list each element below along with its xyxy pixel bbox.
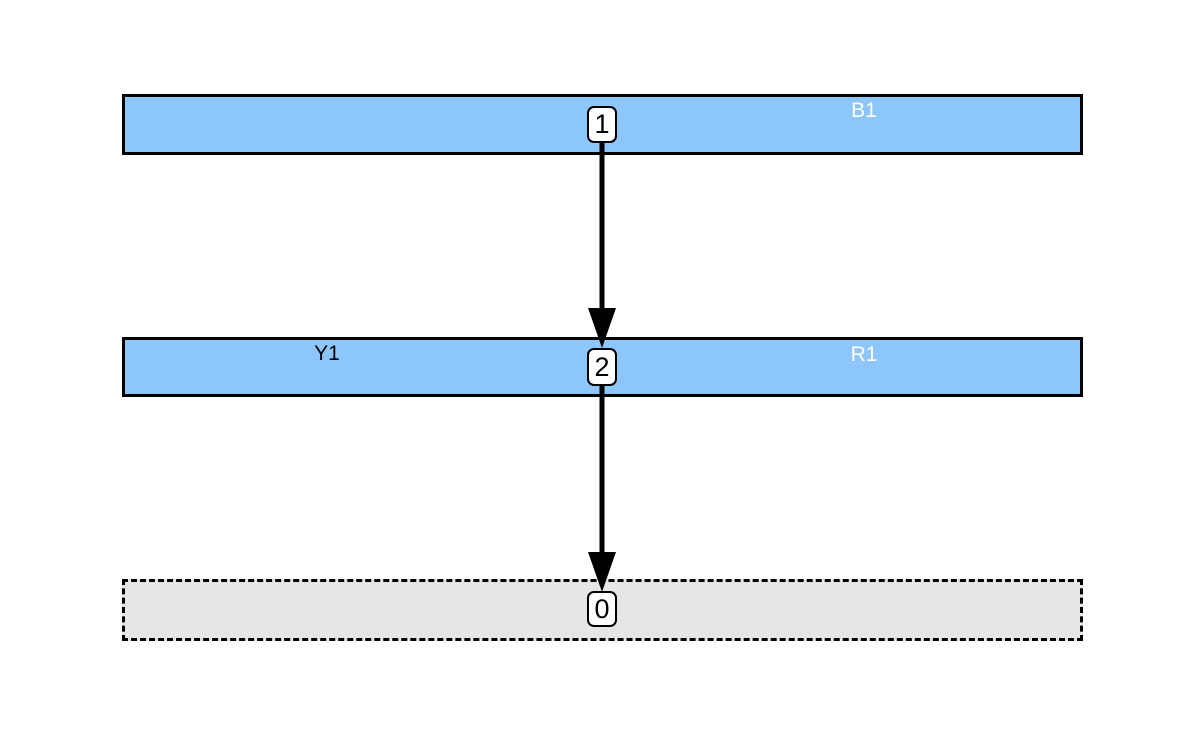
middle-bar-label-y1: Y1 — [314, 342, 340, 365]
edge-1-to-2 — [588, 143, 616, 348]
edge-2-to-0 — [588, 386, 616, 592]
node-badge-0: 0 — [587, 591, 617, 627]
node-badge-1: 1 — [587, 106, 617, 143]
node-badge-2-value: 2 — [594, 351, 610, 382]
node-badge-0-value: 0 — [594, 593, 610, 624]
node-badge-1-value: 1 — [594, 109, 610, 139]
middle-bar-label-r1: R1 — [850, 343, 878, 366]
node-badge-2: 2 — [587, 348, 617, 386]
top-bar-label-b1: B1 — [851, 99, 877, 122]
